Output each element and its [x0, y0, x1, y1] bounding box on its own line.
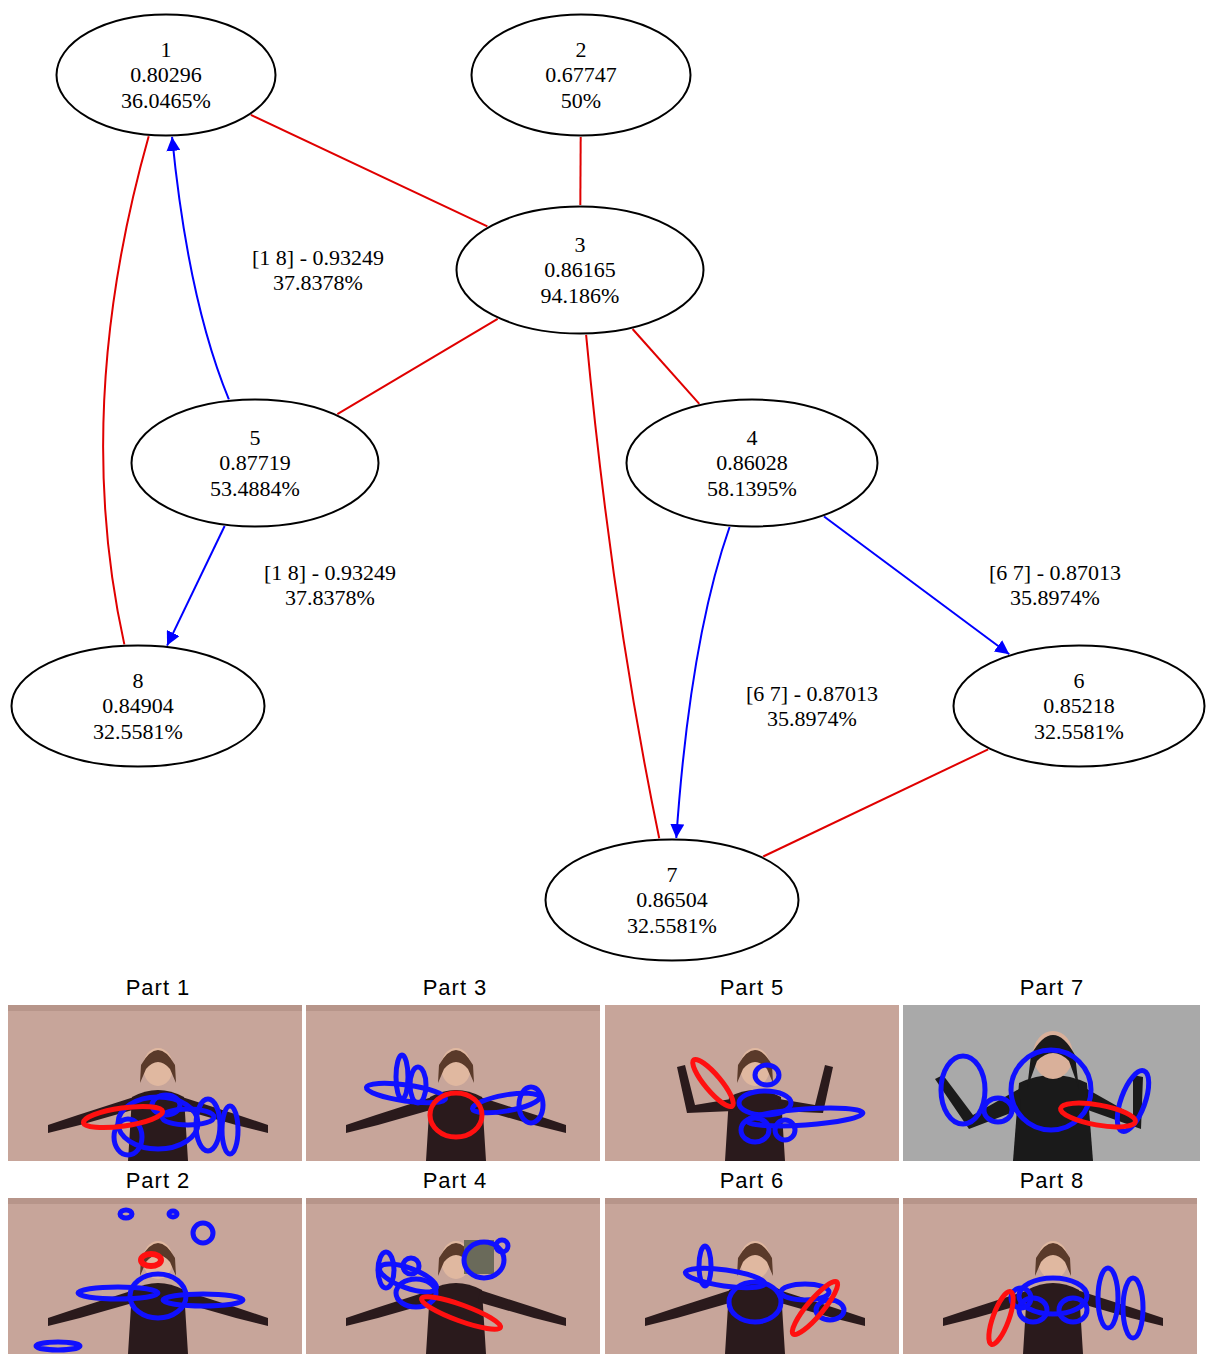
node-text: 0.87719 [219, 450, 291, 475]
part-title: Part 7 [1020, 975, 1085, 1001]
edge-label: [6 7] - 0.87013 35.8974% [953, 559, 1157, 612]
node-text: 1 [160, 37, 171, 62]
node-text: 0.80296 [130, 62, 202, 87]
node-text: 32.5581% [93, 719, 183, 744]
part-title: Part 8 [1020, 1168, 1085, 1194]
link-line [586, 335, 659, 838]
node-text: 8 [132, 668, 143, 693]
cluster-node: 70.8650432.5581% [544, 838, 800, 962]
node-text: 0.86028 [716, 450, 788, 475]
node-text: 4 [746, 425, 757, 450]
part-title: Part 6 [720, 1168, 785, 1194]
cluster-node: 50.8771953.4884% [130, 398, 380, 528]
part-title: Part 1 [126, 975, 191, 1001]
node-text: 0.67747 [545, 62, 617, 87]
part-title: Part 3 [423, 975, 488, 1001]
link-line [251, 115, 487, 226]
part-title: Part 2 [126, 1168, 191, 1194]
cluster-node: 10.8029636.0465% [55, 13, 277, 137]
node-text: 0.86165 [544, 257, 616, 282]
edge-label: [6 7] - 0.87013 35.8974% [710, 680, 914, 733]
link-line [763, 749, 988, 856]
node-text: 0.86504 [636, 887, 708, 912]
edge-label: [1 8] - 0.93249 37.8378% [216, 244, 420, 297]
cluster-node: 30.8616594.186% [455, 205, 705, 335]
node-text: 0.84904 [102, 693, 174, 718]
merge-arrow [167, 526, 225, 646]
node-text: 6 [1073, 668, 1084, 693]
node-text: 2 [576, 37, 587, 62]
cluster-node: 80.8490432.5581% [10, 644, 266, 768]
node-text: 3 [574, 232, 585, 257]
cluster-node: 60.8521832.5581% [952, 644, 1206, 768]
cluster-node: 40.8602858.1395% [625, 398, 879, 528]
link-line [337, 319, 497, 414]
node-text: 7 [666, 862, 677, 887]
node-text: 32.5581% [627, 913, 717, 938]
link-line [103, 136, 149, 644]
node-text: 53.4884% [210, 476, 300, 501]
node-text: 94.186% [541, 283, 620, 308]
link-line [579, 137, 581, 205]
node-text: 5 [249, 425, 260, 450]
part-title: Part 4 [423, 1168, 488, 1194]
part-title: Part 5 [720, 975, 785, 1001]
link-line [633, 329, 700, 404]
edge-label: [1 8] - 0.93249 37.8378% [228, 559, 432, 612]
cluster-node: 20.6774750% [470, 13, 692, 137]
node-text: 36.0465% [121, 88, 211, 113]
node-text: 58.1395% [707, 476, 797, 501]
node-text: 50% [561, 88, 601, 113]
node-text: 32.5581% [1034, 719, 1124, 744]
node-text: 0.85218 [1043, 693, 1115, 718]
